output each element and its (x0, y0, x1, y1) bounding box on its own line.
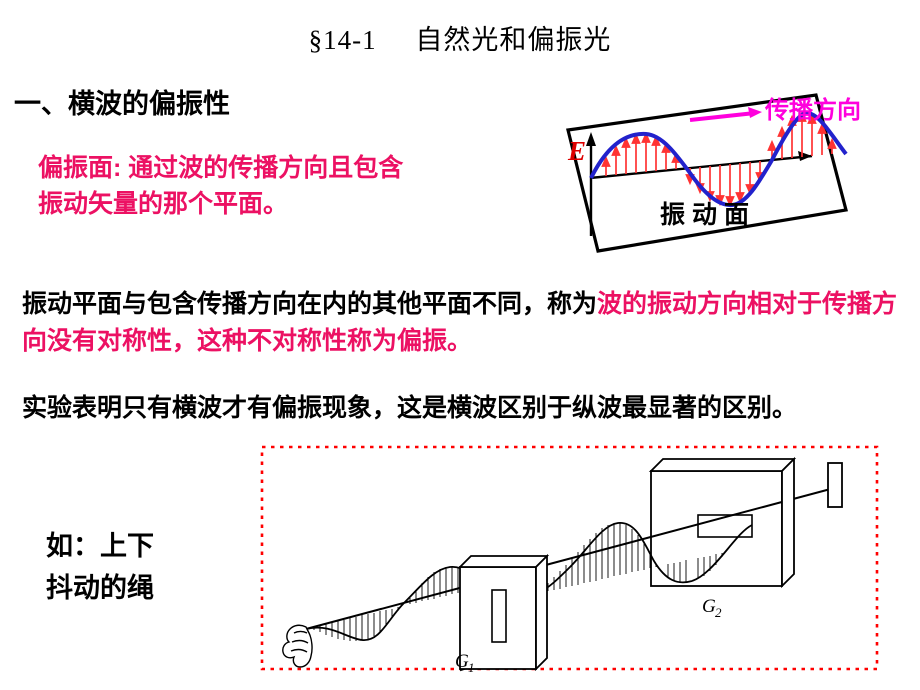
propagation-arrow (689, 107, 762, 122)
polarizer-g1-label-group: G 1 (455, 651, 475, 675)
example-caption-line-2: 抖动的绳 (46, 573, 154, 603)
polarizer-g2-subscript: 2 (715, 605, 722, 620)
polarizer-board-g1: x (457, 428, 550, 672)
paragraph-polarization-magenta: 波的振动方向相对于传播方向没有对称性，这种不对称性称为偏振。 (22, 290, 898, 355)
polarizer-g1-slit (491, 589, 507, 643)
field-arrows-positive-2 (767, 110, 837, 160)
polarizer-g1-label: x (459, 428, 468, 447)
polarizer-g1-subscript: 1 (468, 660, 475, 675)
definition-block: 偏振面: 通过波的传播方向且包含 振动矢量的那个平面。 (38, 150, 518, 222)
paragraph-transverse: 实验表明只有横波才有偏振现象，这是横波区别于纵波最显著的区别。 (22, 394, 798, 422)
propagation-axis (589, 154, 813, 180)
polarizer-board-g2 (648, 456, 797, 589)
polarizer-g1-letter: G (455, 651, 469, 672)
paragraph-polarization-black: 振动平面与包含传播方向在内的其他平面不同，称为 (22, 290, 598, 318)
figure-dotted-border (260, 445, 879, 671)
vibration-plane-label: 振动面 (660, 201, 756, 229)
end-screen-block (827, 462, 843, 508)
propagation-axis-arrowhead (798, 151, 812, 161)
paragraph-polarization: 振动平面与包含传播方向在内的其他平面不同，称为波的振动方向相对于传播方向没有对称… (22, 286, 912, 360)
propagation-direction-label: 传播方向 (764, 96, 861, 124)
polarizer-g2-label-group: G 2 (702, 596, 722, 620)
rope-wave-segment-3 (691, 524, 753, 582)
rope-wave-segment-2 (535, 522, 693, 596)
electric-field-label: E (567, 136, 586, 166)
sine-wave-curve (589, 111, 848, 208)
example-caption: 如：上下 抖动的绳 (46, 525, 154, 609)
polarizer-g2-slit (697, 514, 753, 538)
definition-line-2: 振动矢量的那个平面。 (38, 190, 289, 218)
example-caption-line-1: 如：上下 (46, 531, 154, 561)
hand-icon (282, 624, 313, 668)
rope-experiment-figure: x G (258, 443, 888, 678)
vibration-plane-parallelogram (566, 93, 848, 253)
vibration-plane-figure: 传播方向 E 振动面 (550, 88, 920, 260)
section-heading: 一、横波的偏振性 (14, 89, 230, 119)
polarizer-g2-letter: G (702, 596, 716, 617)
page-title: §14-1 自然光和偏振光 (308, 25, 612, 55)
rope-axis-line (305, 486, 839, 630)
field-axis-arrowhead (586, 132, 596, 146)
definition-line-1: 偏振面: 通过波的传播方向且包含 (38, 154, 404, 182)
